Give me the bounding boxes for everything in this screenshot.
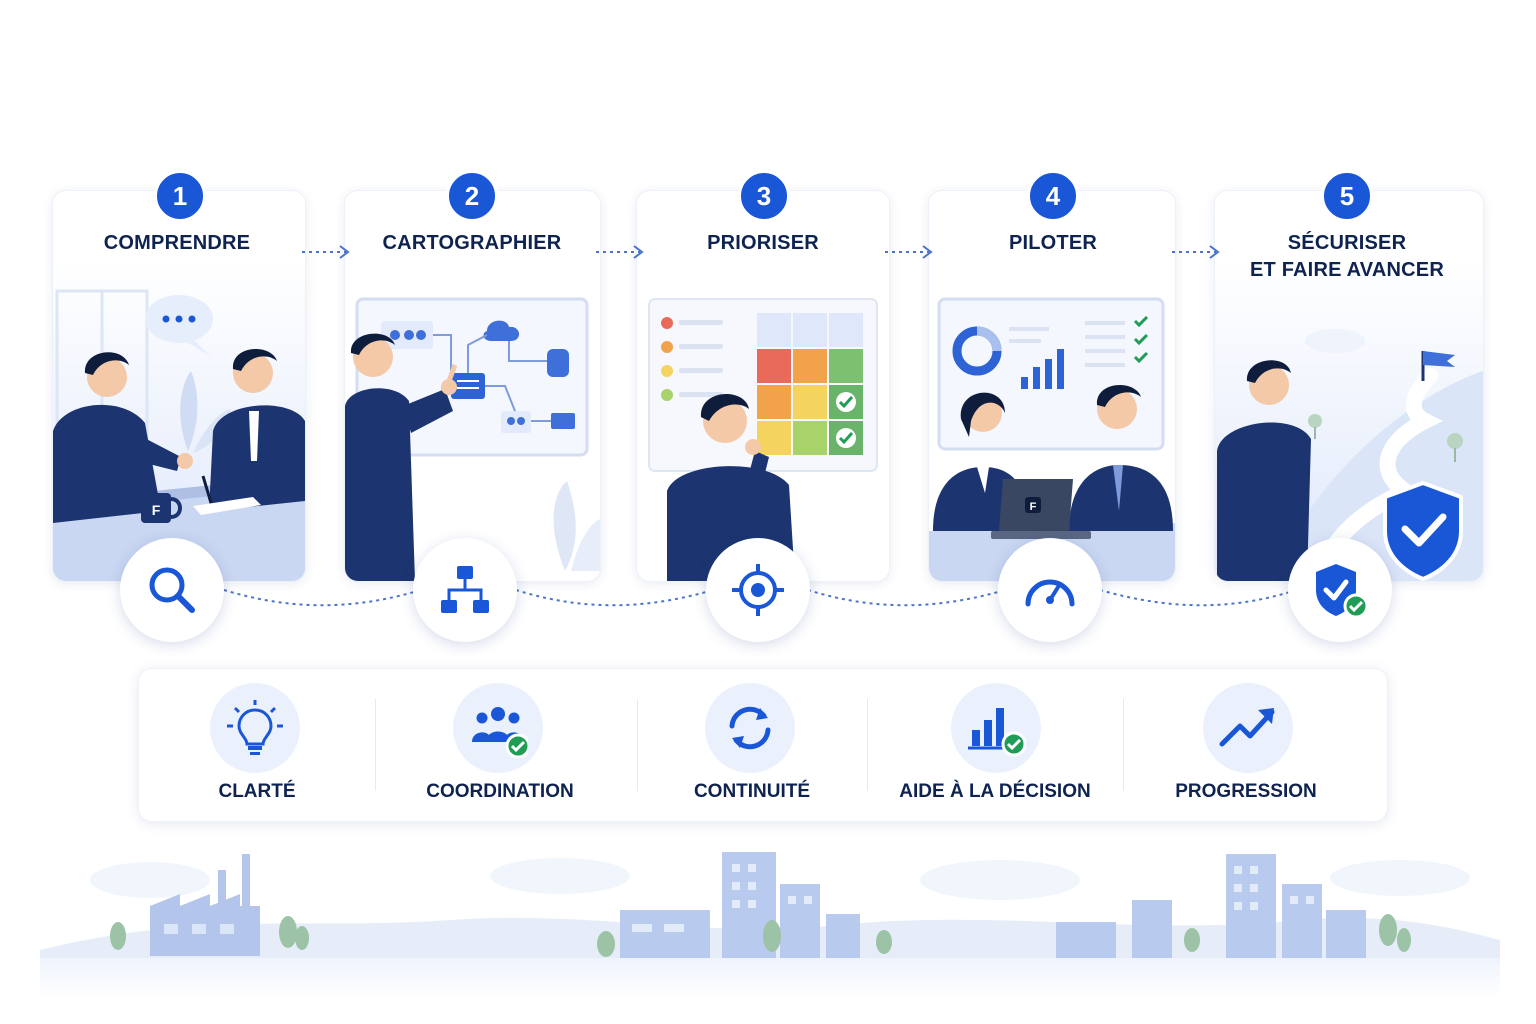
benefit-continuite: CONTINUITÉ [637,669,867,821]
benefit-icon-bg [705,683,795,773]
step-icon-circle [413,538,517,642]
benefit-icon-bg [1203,683,1293,773]
step-number-badge: 3 [738,170,790,222]
benefit-icon-bg [951,683,1041,773]
benefit-label: PROGRESSION [1175,781,1317,802]
step-icon-circle [706,538,810,642]
path-illustration [1215,261,1483,581]
divider [1123,699,1124,791]
trend-up-icon [1219,708,1275,747]
benefit-clarte: CLARTÉ [139,669,375,821]
mug-letter: F [152,502,161,518]
mapping-illustration [345,261,600,581]
refresh-icon [729,706,771,750]
benefit-aide-decision: AIDE À LA DÉCISION [867,669,1123,821]
divider [637,699,638,791]
benefit-progression: PROGRESSION [1123,669,1369,821]
step-title: PILOTER [1008,232,1098,254]
step-icon-circle [998,538,1102,642]
step-title: CARTOGRAPHIER [382,232,562,254]
step-title: COMPRENDRE [103,232,251,254]
dashboard-illustration: F [929,261,1175,581]
benefit-label: AIDE À LA DÉCISION [899,781,1091,802]
step-title: PRIORISER [707,232,819,254]
prioritization-illustration [637,261,889,581]
benefit-icon-bg [453,683,543,773]
step-title-line: ET FAIRE AVANCER [1250,259,1444,281]
step-card-3 [636,190,890,582]
step-number-badge: 1 [154,170,206,222]
bar-chart-check-icon [968,708,1026,757]
arrow-head [339,245,350,259]
benefits-panel: CLARTÉ COORDINATION CONTINUITÉ [138,668,1388,822]
step-title-line: SÉCURISER [1287,232,1407,254]
step-card-2 [344,190,601,582]
step-number-badge: 2 [446,170,498,222]
benefit-coordination: COORDINATION [375,669,637,821]
search-icon [149,567,195,613]
divider [375,699,376,791]
step-arrows [302,245,1220,259]
lightbulb-icon [227,700,283,755]
laptop-letter: F [1030,501,1037,513]
benefit-label: COORDINATION [426,781,574,802]
arrow-head [633,245,644,259]
meeting-illustration: F [53,261,305,581]
divider [867,699,868,791]
step-card-1: F [52,190,306,582]
step-title: SÉCURISER ET FAIRE AVANCER [1222,230,1472,284]
step-card-5 [1214,190,1484,582]
city-skyline [40,852,1500,998]
team-check-icon [472,707,528,758]
step-number-badge: 4 [1027,170,1079,222]
arrow-head [922,245,933,259]
shield-check-icon [1316,564,1369,619]
gauge-icon [1025,579,1075,607]
step-icon-circle [120,538,224,642]
benefit-label: CLARTÉ [218,781,296,802]
target-icon [732,564,784,616]
benefit-label: CONTINUITÉ [693,781,811,802]
benefit-icon-bg [210,683,300,773]
step-icon-circle [1288,538,1392,642]
hierarchy-icon [441,566,489,613]
arrow-head [1209,245,1220,259]
step-number-badge: 5 [1321,170,1373,222]
